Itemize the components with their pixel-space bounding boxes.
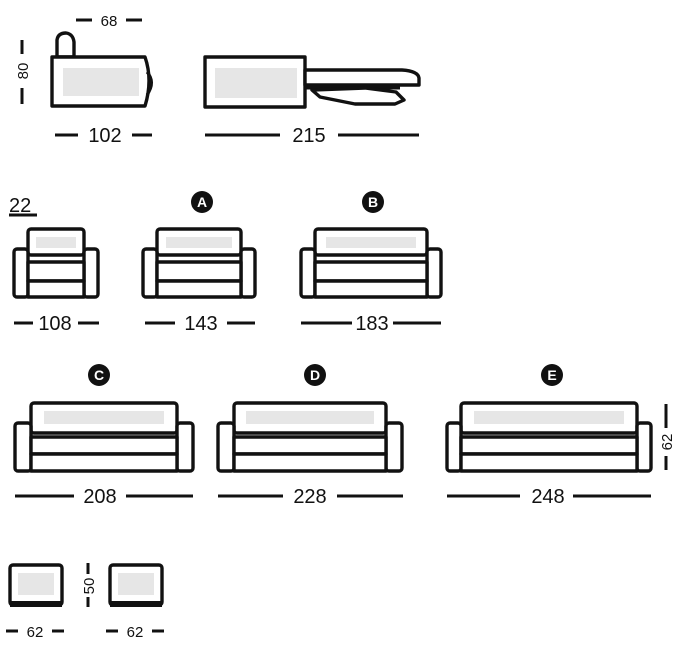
model-e-width-label: 248 bbox=[531, 486, 564, 508]
model-d-right-arm bbox=[384, 421, 404, 473]
svg-text:A: A bbox=[197, 194, 207, 210]
model-b-right-arm bbox=[425, 247, 443, 299]
model-d-base bbox=[232, 452, 388, 473]
model-108-front-view: 108 bbox=[12, 227, 100, 335]
svg-text:E: E bbox=[547, 367, 556, 383]
model-c-width-label: 208 bbox=[83, 486, 116, 508]
model-e-badge: E bbox=[541, 364, 563, 386]
model-c-base bbox=[29, 452, 179, 473]
model-a-width-label: 143 bbox=[184, 313, 217, 335]
bed-frame-mechanism bbox=[310, 86, 406, 106]
svg-text:D: D bbox=[310, 367, 320, 383]
side-view-open-cushion bbox=[215, 68, 297, 98]
open-length-label: 215 bbox=[292, 125, 325, 147]
pouf-1-width-label: 62 bbox=[27, 624, 44, 641]
model-b-seat bbox=[313, 260, 429, 283]
pouf-2-width-label: 62 bbox=[127, 624, 144, 641]
model-108-width-label: 108 bbox=[38, 313, 71, 335]
backrest-profile bbox=[55, 31, 76, 59]
svg-text:C: C bbox=[94, 367, 104, 383]
model-a-front-view: A 143 bbox=[141, 191, 257, 335]
model-c-badge: C bbox=[88, 364, 110, 386]
armrest-label: 22 bbox=[9, 195, 31, 217]
svg-text:B: B bbox=[368, 194, 378, 210]
model-108-seat bbox=[26, 260, 86, 283]
model-b-left-arm bbox=[299, 247, 317, 299]
model-b-badge: B bbox=[362, 191, 384, 213]
model-b-width-label: 183 bbox=[355, 313, 388, 335]
model-108-left-arm bbox=[12, 247, 30, 299]
model-108-right-arm bbox=[82, 247, 100, 299]
model-b-base bbox=[313, 279, 429, 299]
pouf-height-label: 50 bbox=[81, 578, 98, 595]
model-e-seat bbox=[459, 435, 639, 456]
side-view-closed: 68 80 102 bbox=[15, 13, 153, 147]
model-e-base bbox=[459, 452, 639, 473]
side-view-closed-cushion bbox=[63, 68, 139, 96]
model-a-left-arm bbox=[141, 247, 159, 299]
model-108-base bbox=[26, 279, 86, 299]
model-d-width-label: 228 bbox=[293, 486, 326, 508]
model-a-right-arm bbox=[239, 247, 257, 299]
model-d-seat bbox=[232, 435, 388, 456]
model-c-seat bbox=[29, 435, 179, 456]
model-c-front-view: C 208 bbox=[13, 364, 195, 508]
model-c-left-arm bbox=[13, 421, 33, 473]
depth-label: 102 bbox=[88, 125, 121, 147]
model-d-left-arm bbox=[216, 421, 236, 473]
poufs: 62 50 62 bbox=[6, 563, 164, 641]
model-a-base bbox=[155, 279, 243, 299]
model-a-seat bbox=[155, 260, 243, 283]
model-d-badge: D bbox=[304, 364, 326, 386]
bed-mattress-profile bbox=[303, 68, 421, 87]
sofa-height-label: 62 bbox=[659, 434, 676, 451]
model-e-right-arm bbox=[635, 421, 653, 473]
model-e-left-arm bbox=[445, 421, 463, 473]
model-b-front-view: B 183 bbox=[299, 191, 443, 335]
model-e-front-view: E 248 62 bbox=[445, 364, 676, 508]
height-label: 80 bbox=[15, 63, 32, 80]
model-a-badge: A bbox=[191, 191, 213, 213]
seat-depth-label: 68 bbox=[101, 13, 118, 30]
armrest-dimension: 22 bbox=[9, 195, 37, 217]
side-view-open: 215 bbox=[203, 55, 421, 147]
model-c-right-arm bbox=[175, 421, 195, 473]
model-d-front-view: D 228 bbox=[216, 364, 404, 508]
